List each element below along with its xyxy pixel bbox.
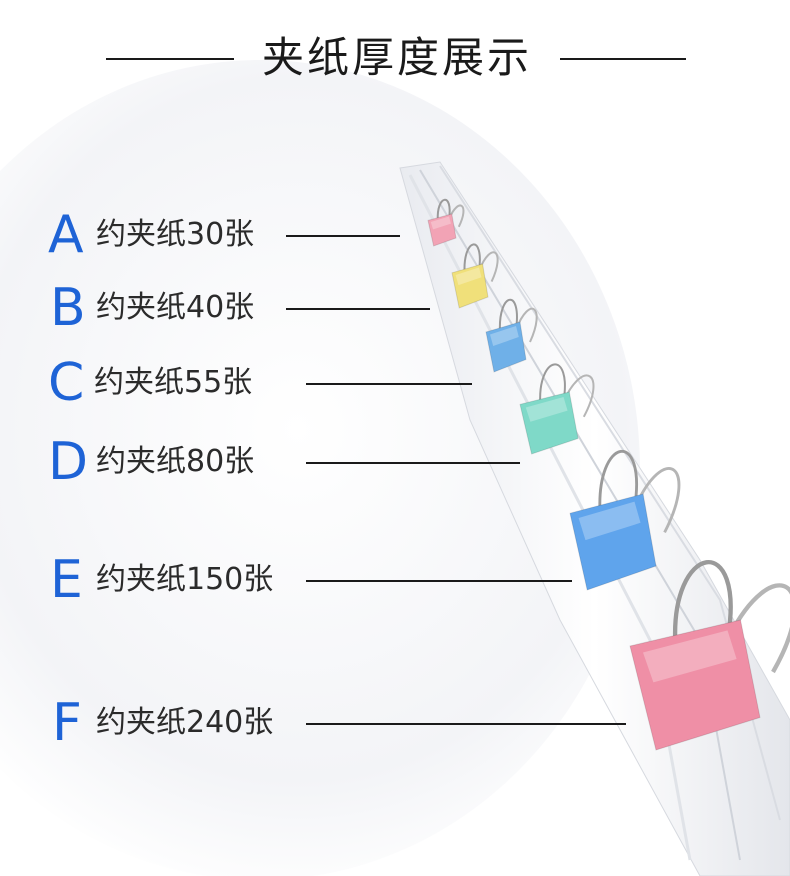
clip-wire-handle [673,560,733,647]
list-item: B 约夹纸40张 [0,278,790,338]
item-label: 约夹纸80张 [96,444,255,479]
clip-highlight [455,267,482,286]
list-item: E 约夹纸150张 [0,550,790,610]
item-letter: C [48,353,85,413]
clip-wire-handle [539,363,566,405]
list-item: C 约夹纸55张 [0,353,790,413]
paper-edge-3 [408,174,692,861]
list-item: A 约夹纸30张 [0,205,790,265]
binder-clip-d [519,363,595,455]
clip-highlight [525,396,568,422]
clip-body [451,263,489,309]
binder-clip-e [569,449,681,591]
clip-body [569,493,657,591]
clip-body [519,391,579,455]
item-label: 约夹纸40张 [96,290,255,325]
item-letter: B [50,278,86,338]
clip-body [629,619,761,751]
item-letter: D [48,432,89,492]
clip-wire-handle [598,449,638,514]
leader-line [286,235,400,237]
list-item: F 约夹纸240张 [0,693,790,753]
clip-wire-handle [725,583,790,674]
item-letter: A [48,205,84,265]
binder-clip-a [427,198,465,247]
item-label: 约夹纸240张 [96,705,274,740]
clip-wire-handle [515,307,538,343]
clip-wire-handle [478,251,499,283]
binder-clips [427,198,790,751]
clip-wire-handle [498,298,518,333]
leader-line [306,462,520,464]
clip-highlight [490,326,519,346]
clip-wire-handle [436,198,451,221]
clip-wire-handle [633,467,681,534]
clip-body [485,321,527,373]
header-rule-right [560,58,686,60]
section-header: 夹纸厚度展示 [0,28,790,88]
clip-highlight [578,501,641,541]
clip-body [427,213,457,247]
list-item: D 约夹纸80张 [0,432,790,492]
item-label: 约夹纸55张 [94,365,253,400]
leader-line [286,308,430,310]
header-rule-left [106,58,234,60]
clip-wire-handle [463,243,481,273]
item-letter: E [50,550,83,610]
binder-clip-c [485,298,538,373]
item-label: 约夹纸30张 [96,217,255,252]
clip-highlight [430,216,451,230]
page-title: 夹纸厚度展示 [261,33,532,82]
clip-highlight [643,630,737,683]
leader-line [306,723,626,725]
binder-clip-f [629,560,790,751]
clip-wire-handle [562,374,595,418]
binder-clip-b [451,243,499,309]
leader-line [306,580,572,582]
item-letter: F [52,693,82,753]
item-label: 约夹纸150张 [96,562,274,597]
leader-line [306,383,472,385]
paper-edge-2 [439,165,781,821]
